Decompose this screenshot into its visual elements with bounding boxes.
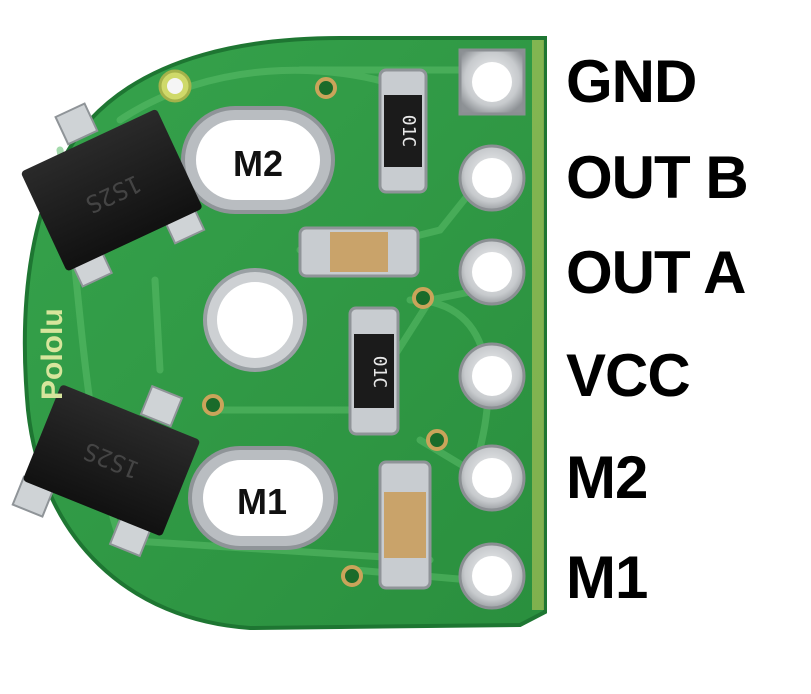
pin-label-m1: M1 <box>566 544 648 611</box>
slot-label-m1: M1 <box>237 481 287 522</box>
pin-label-gnd: GND <box>566 48 697 115</box>
pin-label-vcc: VCC <box>566 342 691 409</box>
vias <box>202 77 448 587</box>
pin-label-out-b: OUT B <box>566 144 749 211</box>
silkscreen-brand: Pololu <box>36 308 69 400</box>
resistor-top: 01C <box>378 68 428 194</box>
slot-label-m2: M2 <box>233 143 283 184</box>
header-pads <box>458 48 526 610</box>
motor-slot-top: M2 <box>181 106 335 214</box>
hall-sensor-bottom: 1S2S <box>11 384 200 558</box>
resistor-marking-top: 01C <box>398 115 419 148</box>
pcb-edge <box>532 40 544 610</box>
pin-label-m2: M2 <box>566 444 648 511</box>
capacitor-bottom <box>378 460 432 590</box>
motor-slot-bottom: M1 <box>188 446 338 550</box>
hall-sensor-top: 1S2S <box>21 102 206 288</box>
pin-label-out-a: OUT A <box>566 239 746 306</box>
resistor-center: 01C <box>348 306 400 436</box>
capacitor-mid <box>298 226 420 278</box>
resistor-marking-center: 01C <box>369 356 390 389</box>
